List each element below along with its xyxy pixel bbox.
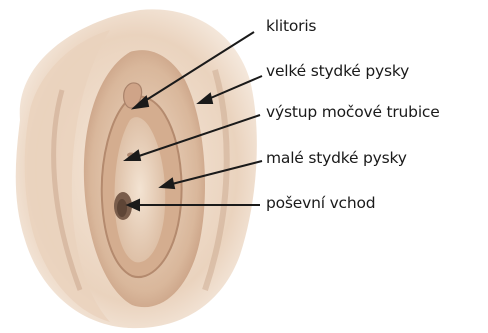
label-male-stydke-pysky: malé stydké pysky	[266, 149, 407, 167]
vaginal-opening-inner	[117, 199, 127, 217]
label-vystup-mocove-trubice: výstup močové trubice	[266, 103, 440, 121]
label-klitoris: klitoris	[266, 17, 316, 35]
label-velke-stydke-pysky: velké stydké pysky	[266, 62, 409, 80]
label-posevni-vchod: poševní vchod	[266, 194, 375, 212]
